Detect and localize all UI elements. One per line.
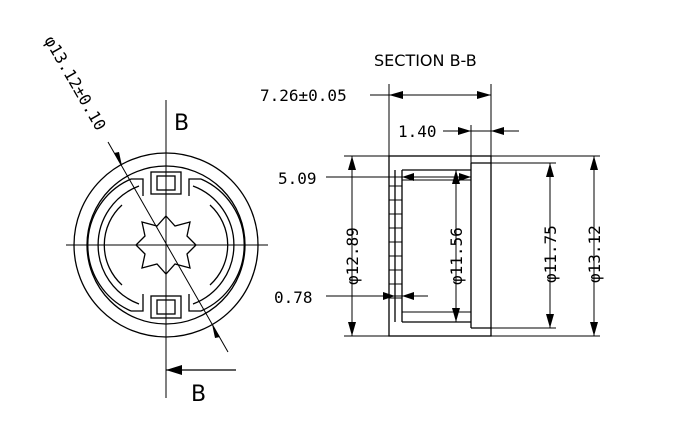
dim-dia-11-75: φ11.75: [541, 225, 560, 283]
outer-circle: [73, 152, 259, 338]
front-view: φ13.12±0.10 B B: [41, 33, 268, 407]
dim-length: 7.26±0.05: [260, 86, 347, 105]
right-arc-outer: [200, 178, 245, 312]
right-arc-notch-top: [188, 178, 201, 196]
dim-offset-1-40: 1.40: [398, 122, 437, 141]
section-title: SECTION B-B: [374, 51, 477, 70]
dim-depth-5-09: 5.09: [278, 169, 317, 188]
leader-arrow-bottom: [212, 324, 220, 338]
section-label-bottom: B: [191, 382, 206, 407]
bottom-tab-inner: [156, 299, 176, 315]
ribs: [389, 185, 402, 299]
second-circle: [86, 165, 246, 325]
left-arc-notch-bottom: [131, 294, 144, 312]
right-middle-arc: [209, 204, 229, 286]
top-tab: [150, 171, 182, 195]
section-view: SECTION B-B: [260, 51, 604, 337]
left-arc-outer: [87, 178, 132, 312]
dim-gap-0-78: 0.78: [274, 288, 313, 307]
dim-overall-diameter-front: φ13.12±0.10: [41, 33, 110, 134]
section-body: [388, 155, 492, 337]
section-arrow-head: [166, 365, 182, 375]
dim-dia-11-56: φ11.56: [447, 227, 466, 285]
section-label-top: B: [174, 111, 189, 136]
leader-arrow-top: [114, 152, 122, 166]
spline-hub: [135, 215, 197, 275]
right-arc-inner: [192, 185, 235, 305]
bottom-tab: [150, 295, 182, 319]
left-arc-notch-top: [131, 178, 144, 196]
left-arc-inner: [97, 185, 140, 305]
diameter-leader: [107, 141, 229, 353]
right-arc-notch-bottom: [188, 294, 201, 312]
dim-dia-12-89: φ12.89: [343, 227, 362, 285]
dim-dia-13-12: φ13.12: [585, 225, 604, 283]
top-tab-inner: [156, 175, 176, 191]
left-middle-arc: [103, 204, 123, 286]
